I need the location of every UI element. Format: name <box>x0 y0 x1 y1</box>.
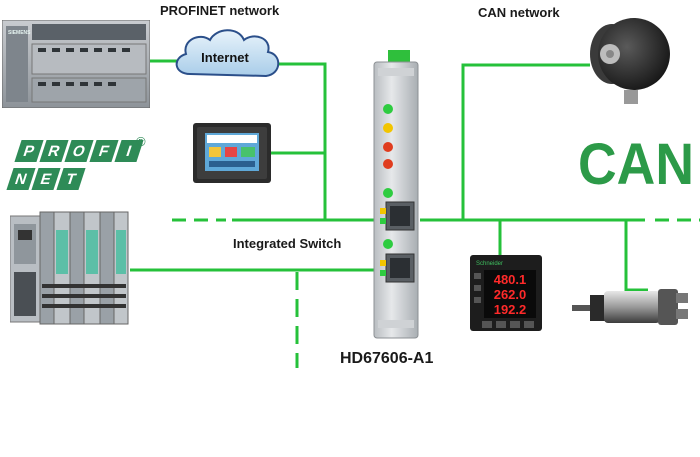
meter-reading-3: 192.2 <box>494 302 527 317</box>
device-name-label: HD67606-A1 <box>340 350 434 367</box>
siemens-io-rack <box>10 211 129 325</box>
encoder-device <box>590 18 670 104</box>
can-logo-text: CAN <box>578 132 694 192</box>
internet-cloud-icon: Internet <box>175 29 280 78</box>
can-network-label: CAN network <box>478 5 560 20</box>
led-yellow-icon <box>383 123 393 133</box>
port1-led-icon <box>383 188 393 198</box>
profinet-network-label: PROFINET network <box>160 3 280 18</box>
port2-led-icon <box>383 239 393 249</box>
meter-reading-2: 262.0 <box>494 287 527 302</box>
can-logo: CAN <box>578 132 694 192</box>
line-cloud-switch <box>275 62 327 220</box>
integrated-switch-label: Integrated Switch <box>233 236 342 251</box>
gateway-device <box>373 50 419 339</box>
power-meter: Schneider 480.1 262.0 192.2 <box>470 255 542 331</box>
motor-device <box>572 289 688 325</box>
siemens-plc: SIEMENS <box>2 20 150 108</box>
registered-mark: ® <box>136 134 146 149</box>
led-red-icon-2 <box>383 159 393 169</box>
profinet-letter-bottom-2: T <box>56 168 86 190</box>
meter-brand-label: Schneider <box>476 261 503 267</box>
led-green-icon <box>383 104 393 114</box>
led-red-icon <box>383 142 393 152</box>
line-can-motor <box>624 220 648 292</box>
internet-label: Internet <box>201 50 249 65</box>
plc-brand-label: SIEMENS <box>8 30 31 36</box>
meter-reading-1: 480.1 <box>494 272 527 287</box>
line-can-encoder <box>461 63 590 220</box>
hmi-panel <box>193 123 271 183</box>
